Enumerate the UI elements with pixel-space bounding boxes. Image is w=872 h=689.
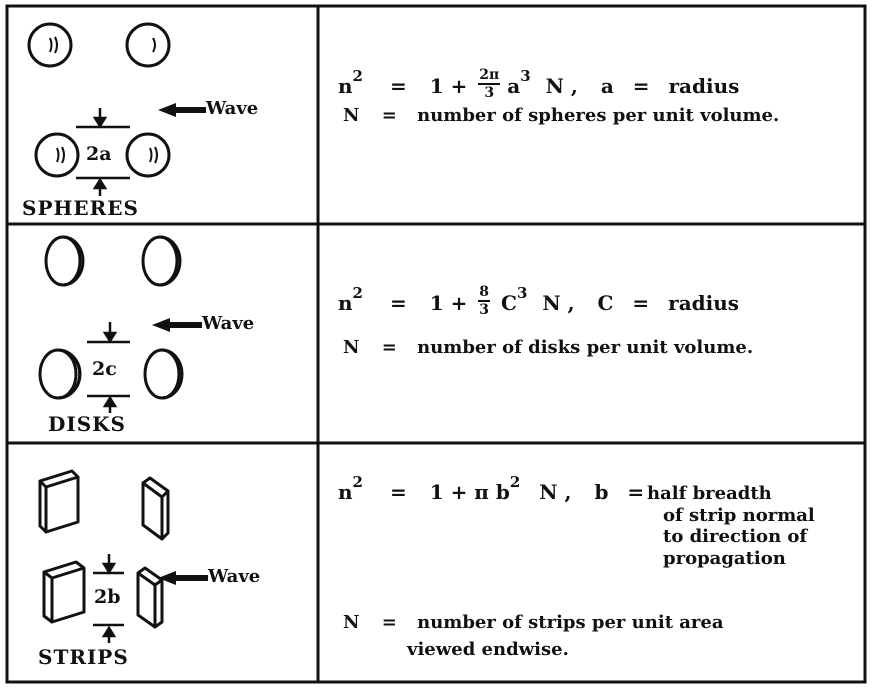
wave-arrow	[158, 103, 206, 117]
disk-shape	[44, 235, 85, 287]
wave-label: Wave	[202, 313, 255, 334]
disk-shape	[141, 235, 182, 287]
spheres-figure	[27, 22, 206, 196]
density-definition: N = number of strips per unit area	[343, 612, 724, 633]
wave-arrow	[158, 571, 208, 585]
sphere-shape	[125, 22, 171, 68]
figure-caption: DISKS	[48, 412, 126, 436]
spacing-marker	[93, 554, 124, 643]
strip-shape	[136, 566, 164, 629]
strip-shape	[141, 476, 170, 541]
sphere-shape	[27, 22, 73, 68]
strip-shape	[42, 560, 86, 624]
figure-caption: SPHERES	[22, 196, 139, 220]
spacing-marker	[76, 108, 130, 196]
refractive-index-equation: n2 = 1 + π b2 N , b =	[338, 473, 645, 504]
spacing-marker	[87, 322, 130, 413]
strips-figure	[38, 469, 208, 643]
sphere-shape	[125, 132, 171, 178]
spacing-label: 2c	[92, 358, 117, 380]
spacing-label: 2a	[86, 143, 112, 165]
wave-label: Wave	[208, 566, 261, 587]
strip-shape	[38, 469, 80, 534]
outer-frame	[5, 4, 867, 684]
density-definition: N = number of disks per unit volume.	[343, 337, 754, 358]
density-definition: N = number of spheres per unit volume.	[343, 105, 780, 126]
disks-figure	[38, 235, 202, 413]
disk-shape	[38, 348, 82, 400]
wave-label: Wave	[206, 98, 259, 119]
spacing-label: 2b	[94, 586, 121, 608]
breadth-definition: half breadth of strip normal to directio…	[647, 483, 815, 569]
sphere-shape	[34, 132, 80, 178]
disk-shape	[143, 348, 184, 400]
wave-arrow	[152, 318, 202, 332]
figure-caption: STRIPS	[38, 645, 129, 669]
density-definition-continued: viewed endwise.	[407, 639, 569, 660]
